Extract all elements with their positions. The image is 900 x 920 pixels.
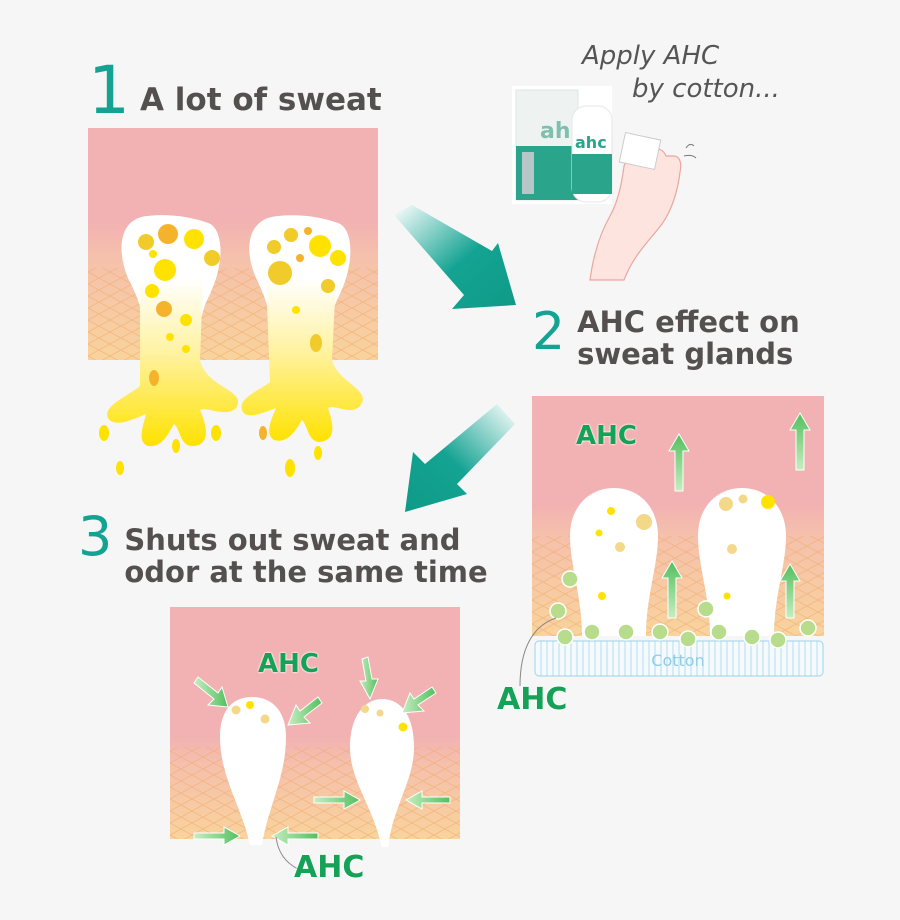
sweat-glands-overflow-illustration xyxy=(88,128,378,477)
step-1-number: 1 xyxy=(88,52,130,129)
ahc-callout-line-panel3 xyxy=(270,835,310,875)
step-3-title-line2: odor at the same time xyxy=(124,555,488,590)
product-brand-bottle: ahc xyxy=(575,133,607,152)
inward-arrows xyxy=(193,656,451,846)
step-3-title: Shuts out sweat and odor at the same tim… xyxy=(124,510,487,589)
step-3-title-line1: Shuts out sweat and xyxy=(124,523,461,557)
step-2-number: 2 xyxy=(532,302,566,362)
apply-note-line2: by cotton... xyxy=(632,73,780,104)
arrow-step1-to-step2 xyxy=(380,205,530,315)
panel-shuts-out-sweat: AHC xyxy=(170,607,460,847)
ahc-label-panel3-top: AHC xyxy=(258,649,319,679)
ahc-callout-line xyxy=(508,610,568,690)
apply-note: Apply AHC by cotton... xyxy=(582,40,780,105)
upward-arrows xyxy=(661,412,811,619)
step-2-title-line1: AHC effect on xyxy=(577,305,800,339)
step-1-heading: 1 A lot of sweat xyxy=(88,58,382,124)
step-3-heading: 3 Shuts out sweat and odor at the same t… xyxy=(78,510,488,589)
step-2-title: AHC effect on sweat glands xyxy=(577,306,800,371)
ahc-label-panel2: AHC xyxy=(576,421,637,451)
step-2-heading: 2 AHC effect on sweat glands xyxy=(532,306,800,371)
apply-note-line1: Apply AHC xyxy=(582,41,720,71)
hand-with-cotton-illustration xyxy=(580,120,720,290)
step-1-title: A lot of sweat xyxy=(140,82,382,119)
step-3-number: 3 xyxy=(78,505,113,568)
panel-ahc-effect: Cotton AHC xyxy=(532,396,824,681)
ahc-product-image: ahc ahc xyxy=(512,86,672,206)
ahc-label-panel3-bottom: AHC xyxy=(294,850,365,885)
arrow-step2-to-step3 xyxy=(405,402,525,522)
step-2-title-line2: sweat glands xyxy=(577,337,794,372)
ahc-callout-label-panel2: AHC xyxy=(497,682,568,717)
panel-lot-of-sweat xyxy=(88,128,378,488)
cotton-label: Cotton xyxy=(651,651,704,670)
